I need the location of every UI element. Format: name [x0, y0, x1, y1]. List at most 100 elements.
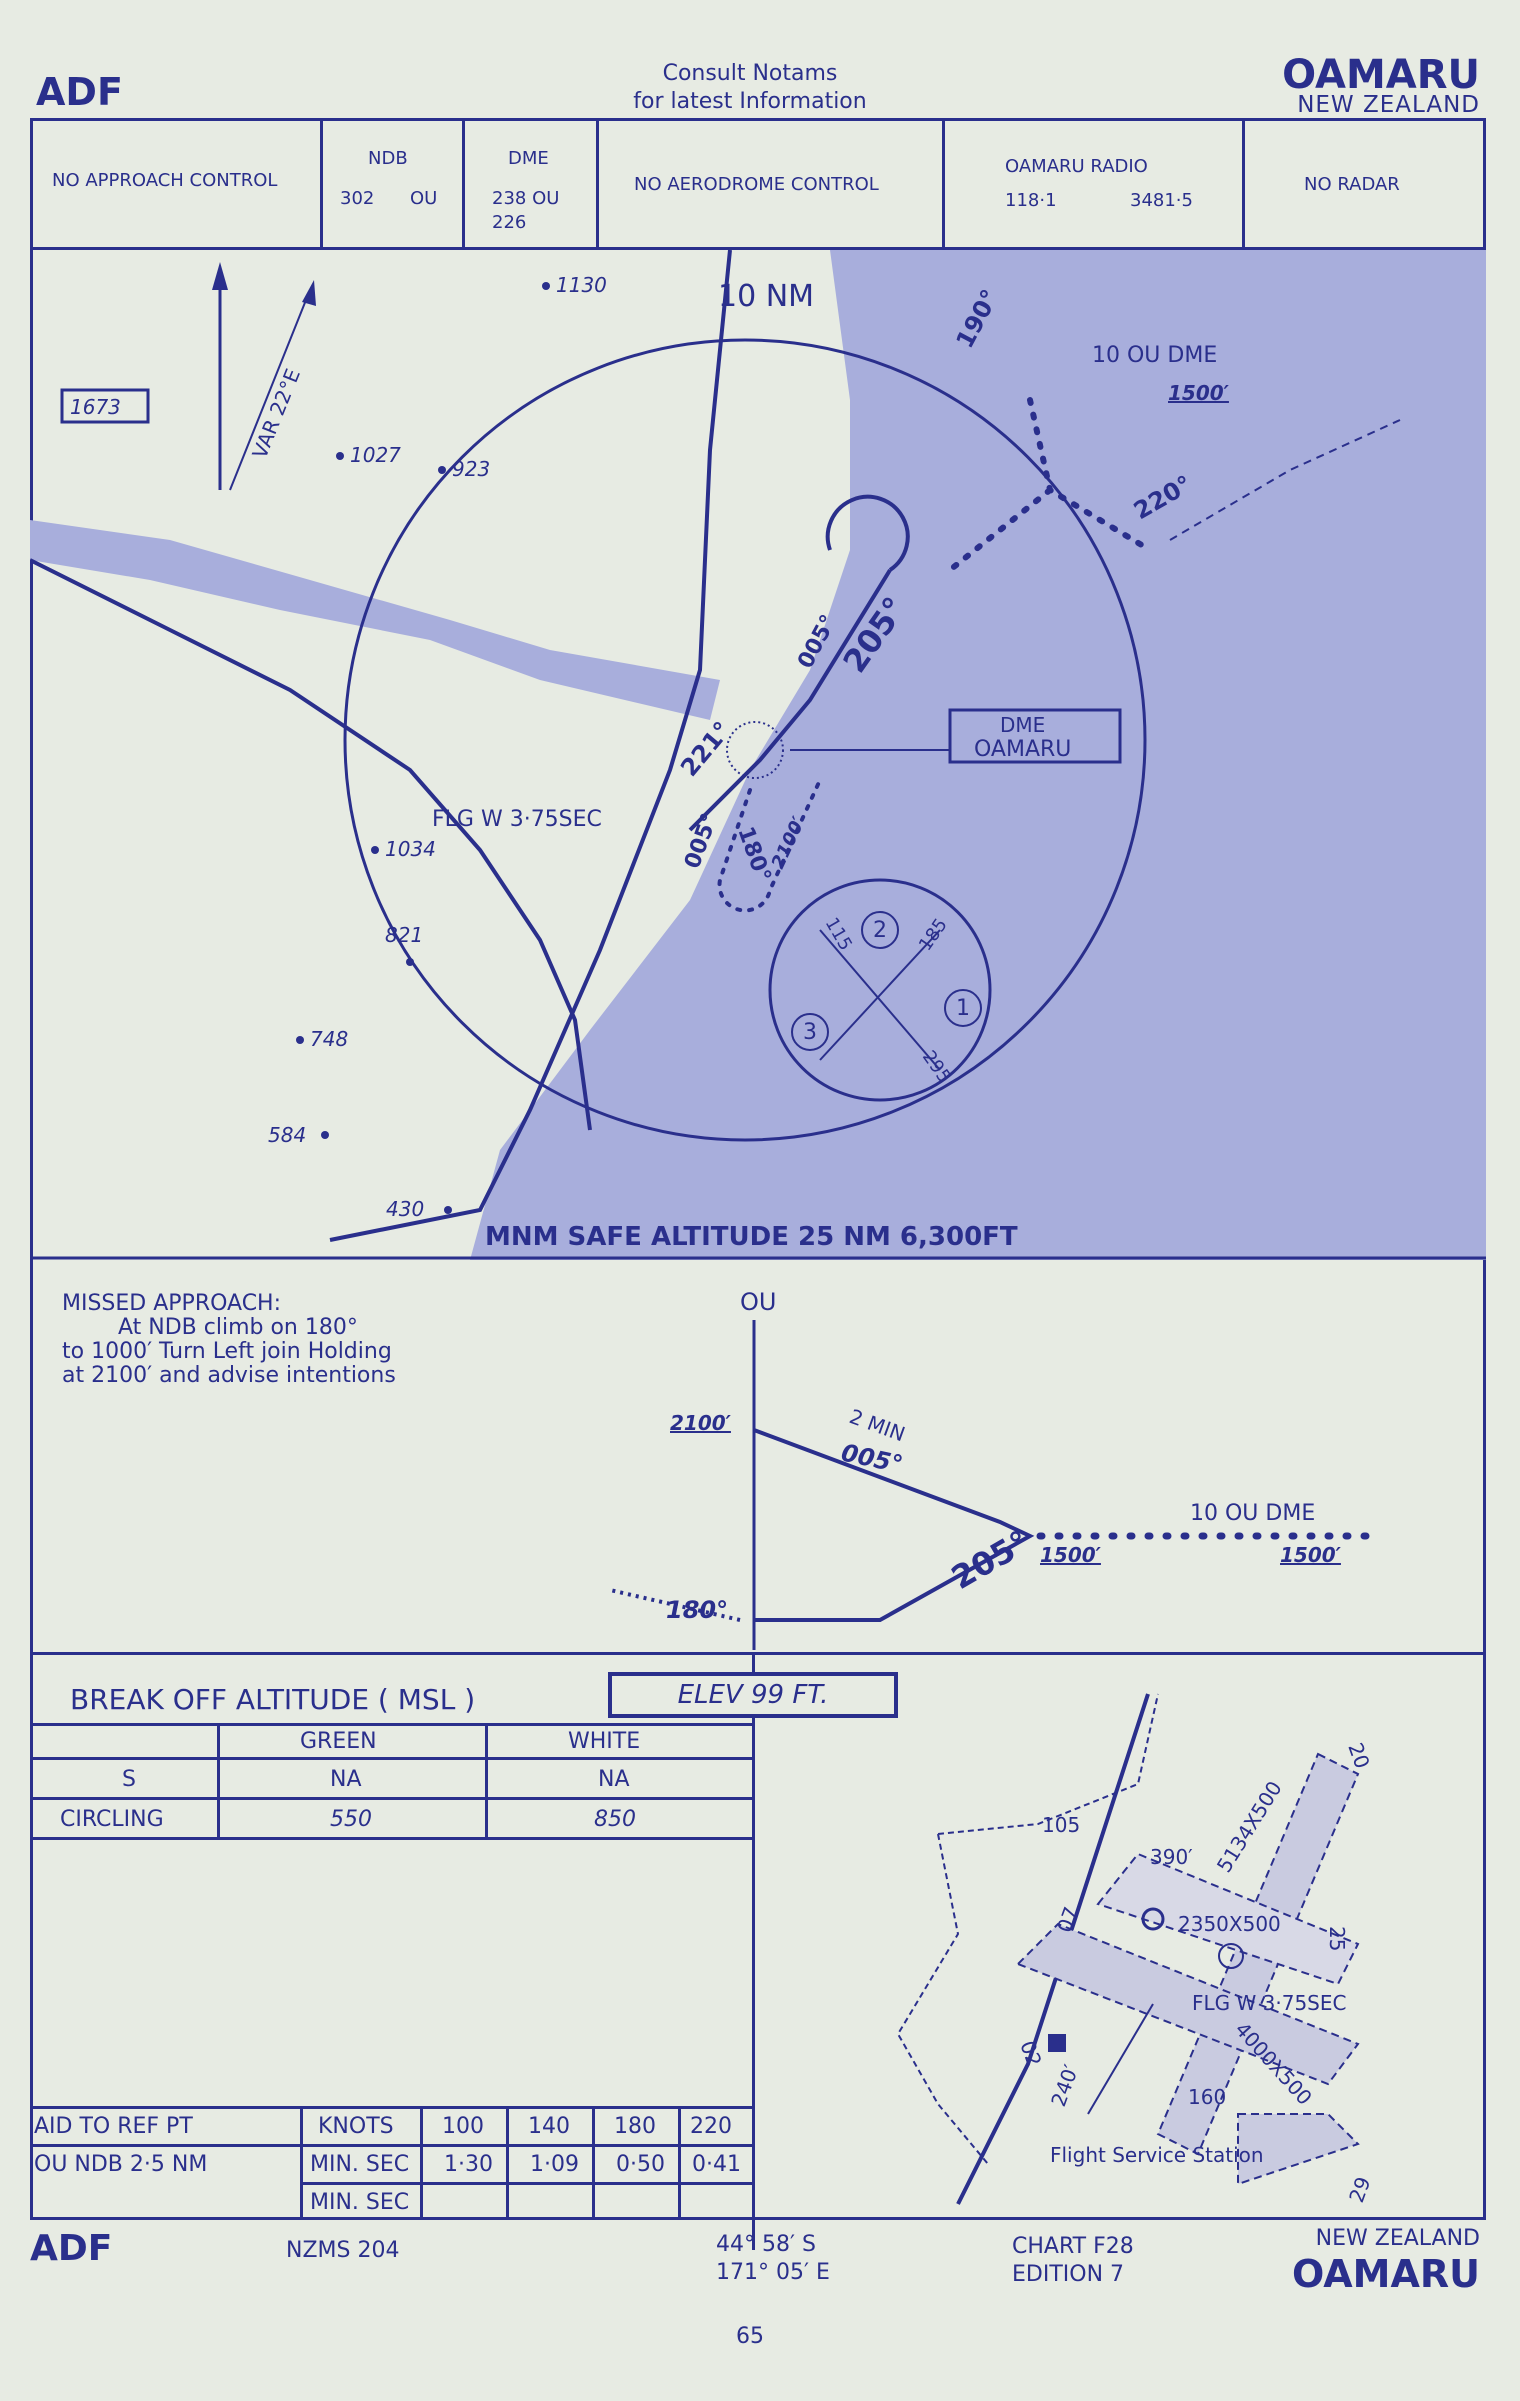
spot-elev-923: 923: [452, 457, 490, 481]
runway-second: [1096, 1852, 1360, 1986]
spot-elev-1027: 1027: [350, 443, 401, 467]
aerodrome-railway: [956, 1693, 1150, 2205]
minima-section: BREAK OFF ALTITUDE ( MSL ) GREEN WHITE S…: [30, 1655, 755, 2250]
ma-line-2: to 1000′ Turn Left join Holding: [62, 1339, 392, 1364]
fss-pointer: [1087, 2003, 1154, 2115]
footer-lat: 44° 58′ S: [716, 2232, 816, 2257]
wind-indicator: [1218, 1943, 1244, 1969]
fss-building: [1048, 2034, 1066, 2052]
ou-ndb-distance: OU NDB 2·5 NM: [34, 2152, 208, 2177]
spot-elev-748: 748: [310, 1027, 348, 1051]
elev-105: 105: [1042, 1813, 1080, 1837]
section-divider: [30, 1652, 1486, 1682]
aerodrome-light: FLG W 3·75SEC: [1192, 1991, 1346, 2015]
arrival-tracks: [947, 397, 1153, 573]
elev-240: 240′: [1046, 2061, 1083, 2110]
timing-table: AID TO REF PT KNOTS 100 140 180 220 OU N…: [30, 2106, 755, 2220]
profile-alt-2100: 2100′: [670, 1411, 732, 1435]
notam-notice: Consult Notams for latest Information: [560, 60, 940, 116]
missed-approach-text: MISSED APPROACH: At NDB climb on 180° to…: [62, 1292, 396, 1388]
profile-alt-1500-b: 1500′: [1280, 1543, 1342, 1567]
speed-100: 100: [442, 2114, 484, 2139]
river: [30, 520, 720, 720]
ndb-label: NDB: [368, 148, 408, 169]
plan-alt-1500: 1500′: [1168, 381, 1230, 405]
min-sec-label: MIN. SEC: [310, 2152, 410, 2177]
notam-line-2: for latest Information: [633, 89, 867, 114]
footer-map: NZMS 204: [286, 2238, 400, 2263]
ma-line-3: at 2100′ and advise intentions: [62, 1363, 396, 1388]
ring-radius-label: 10 NM: [718, 279, 814, 314]
ndb-symbol: [726, 721, 784, 779]
dme-label: DME: [508, 148, 549, 169]
elev-390: 390′: [1150, 1845, 1193, 1869]
sector-2: 2: [873, 918, 887, 943]
variation-label: VAR 22°E: [247, 365, 305, 462]
flight-service-station: Flight Service Station: [1050, 2143, 1264, 2167]
row-s-label: S: [122, 1767, 136, 1792]
rwy-20-label: 20: [1343, 1740, 1374, 1772]
profile-ou: OU: [740, 1288, 776, 1316]
header-left-title: ADF: [36, 70, 123, 114]
rwy-29-label: 29: [1344, 2174, 1375, 2206]
profile-section: MISSED APPROACH: At NDB climb on 180° to…: [30, 1260, 1486, 1655]
dme-channel: 238 OU: [492, 188, 560, 209]
row-s-green: NA: [330, 1767, 362, 1792]
aid-to-ref: AID TO REF PT: [34, 2114, 193, 2139]
procedure-turn: [825, 494, 910, 572]
profile-track: [753, 1428, 1035, 1622]
spot-elev-584: 584: [268, 1123, 306, 1147]
col-white: WHITE: [568, 1729, 641, 1754]
aerodrome-boundary: [896, 1693, 1159, 2165]
aerodrome-elevation: ELEV 99 FT.: [608, 1672, 898, 1718]
profile-dme-fix: 10 OU DME: [1190, 1501, 1315, 1526]
aerodrome-ref-point: [1141, 1907, 1165, 1931]
dme-box: [948, 708, 1122, 764]
speed-180: 180: [614, 2114, 656, 2139]
row-s-white: NA: [598, 1767, 630, 1792]
notam-line-1: Consult Notams: [662, 61, 838, 86]
col-green: GREEN: [300, 1729, 377, 1754]
footer-left: ADF: [30, 2228, 113, 2269]
dme-channel-2: 226: [492, 212, 527, 233]
footer-place: OAMARU: [1291, 2252, 1480, 2296]
spot-elev-821: 821: [385, 923, 423, 947]
footer-country: NEW ZEALAND: [1315, 2226, 1480, 2251]
ma-title: MISSED APPROACH:: [62, 1291, 282, 1316]
minimum-safe-altitude: MNM SAFE ALTITUDE 25 NM 6,300FT: [485, 1222, 1018, 1252]
footer-chart: CHART F28: [1012, 2234, 1134, 2259]
header-place: OAMARU: [1282, 52, 1480, 98]
magnetic-north-arrow: [229, 289, 311, 491]
sector-line-b: [819, 929, 941, 1061]
spot-elev-1673: 1673: [70, 395, 121, 419]
ndb-ident: OU: [410, 188, 438, 209]
ndb-frequency: 302: [340, 188, 375, 209]
aerodrome-control: NO AERODROME CONTROL: [634, 174, 879, 195]
sector-line-a: [819, 929, 941, 1071]
sector-3: 3: [803, 1020, 817, 1045]
radar-status: NO RADAR: [1304, 174, 1400, 195]
min-sec-label-2: MIN. SEC: [310, 2190, 410, 2215]
page-number: 65: [736, 2324, 764, 2349]
runway-29: [1237, 2113, 1360, 2186]
time-220: 0·41: [692, 2152, 741, 2177]
final-approach-track: [688, 568, 892, 832]
time-180: 0·50: [616, 2152, 665, 2177]
spot-elev-1034: 1034: [385, 837, 436, 861]
plan-light-label: FLG W 3·75SEC: [432, 807, 602, 832]
profile-track-180: 180°: [666, 1596, 728, 1624]
radio-freq-2: 3481·5: [1130, 190, 1193, 211]
railway-west: [30, 558, 592, 1131]
spot-elev-430: 430: [386, 1197, 424, 1221]
rwy-25-label: 25: [1325, 1926, 1349, 1951]
holding-pattern: [717, 778, 822, 913]
elev-160: 160: [1188, 2085, 1226, 2109]
dme-box-name: OAMARU: [974, 737, 1071, 762]
missed-track: [609, 1588, 741, 1622]
row-circling-green: 550: [330, 1807, 372, 1832]
rwy-dims-2: 2350X500: [1178, 1912, 1281, 1936]
time-140: 1·09: [530, 2152, 579, 2177]
radio-label: OAMARU RADIO: [1005, 156, 1148, 177]
sector-circle: [768, 878, 992, 1102]
ten-nm-ring: [343, 338, 1147, 1142]
